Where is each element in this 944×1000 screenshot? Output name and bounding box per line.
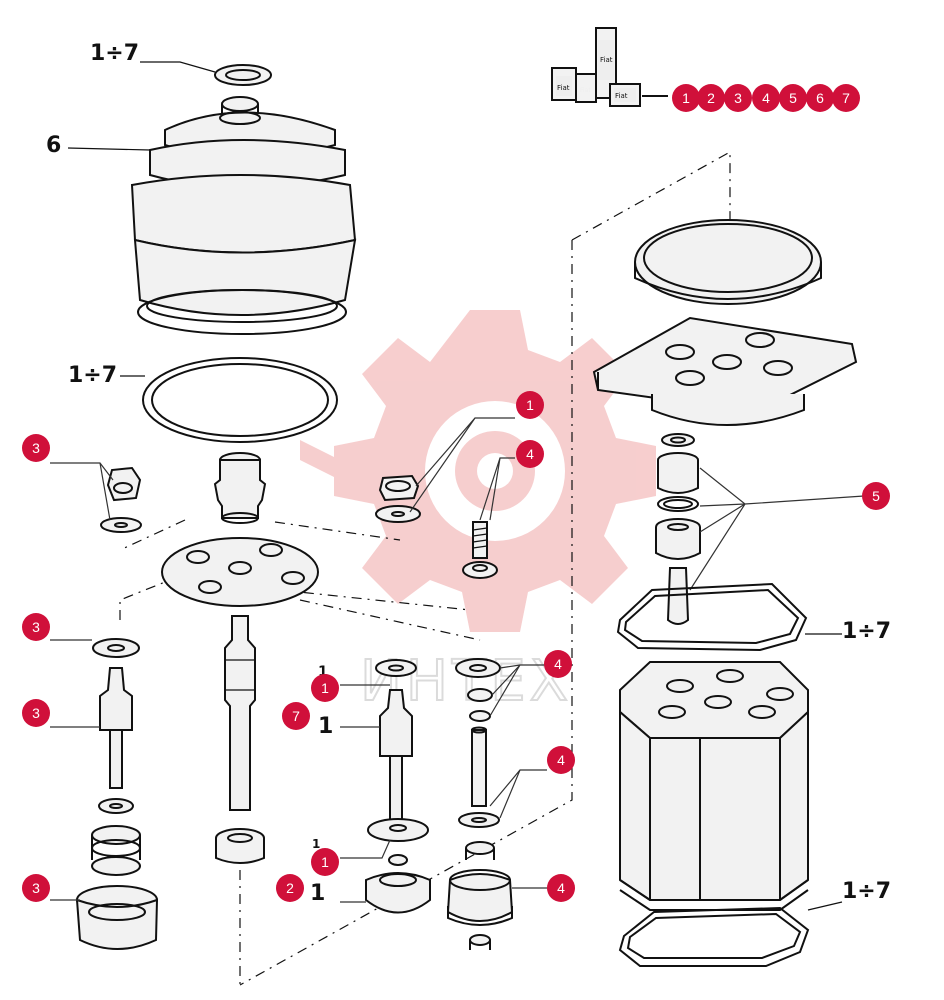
right-stacked-parts	[655, 433, 865, 625]
part-badge: 4	[544, 650, 572, 678]
flange-plate	[161, 537, 319, 607]
bottom-octagon-gasket	[618, 901, 843, 967]
nut-with-washer-left	[50, 462, 142, 533]
kit-badge: 6	[806, 84, 834, 112]
svg-text:4: 4	[557, 880, 565, 896]
right-octagon-gasket	[616, 582, 842, 652]
svg-text:5: 5	[789, 90, 797, 106]
svg-text:4: 4	[554, 656, 562, 672]
kit-label: Fiat	[580, 87, 591, 94]
part-badge: 7	[282, 702, 310, 730]
part-badge: 1	[516, 391, 544, 419]
label-small-1: 1	[318, 664, 328, 680]
kit-badge: 7	[832, 84, 860, 112]
part-badge: 1	[311, 848, 339, 876]
center-shaft	[215, 615, 265, 864]
part-badge: 2	[276, 874, 304, 902]
kit-badges-row: 1 2 3 4 5 6 7	[672, 84, 860, 112]
part-badge: 3	[22, 699, 50, 727]
label-small-1-low: 1	[312, 837, 320, 851]
svg-text:1: 1	[321, 680, 329, 696]
svg-text:4: 4	[526, 446, 534, 462]
label-bottom-gasket-range: 1÷7	[842, 879, 891, 904]
svg-text:6: 6	[816, 90, 824, 106]
kit-badge: 5	[779, 84, 807, 112]
rubber-boot-part	[67, 96, 357, 335]
right-cap-ring	[634, 219, 822, 305]
svg-text:3: 3	[32, 440, 40, 456]
svg-text:3: 3	[32, 880, 40, 896]
repair-kit-picture: Fiat Fiat Fiat Fiat	[551, 27, 668, 107]
kit-label: Fiat	[600, 56, 613, 64]
svg-text:3: 3	[734, 90, 742, 106]
part-badge: 3	[22, 613, 50, 641]
nut-with-washer-center	[375, 417, 515, 523]
svg-text:7: 7	[842, 90, 850, 106]
kit-label: Fiat	[615, 92, 628, 100]
part-badge: 4	[516, 440, 544, 468]
part-badge: 5	[862, 482, 890, 510]
kit-badge: 1	[672, 84, 700, 112]
svg-text:1: 1	[682, 90, 690, 106]
left-valve-assembly	[50, 638, 159, 950]
svg-text:1: 1	[526, 397, 534, 413]
svg-text:2: 2	[286, 880, 294, 896]
svg-text:1: 1	[321, 854, 329, 870]
kit-badge: 4	[752, 84, 780, 112]
label-right-gasket-range: 1÷7	[842, 619, 891, 644]
kit-label: Fiat	[557, 84, 570, 92]
part-badge: 3	[22, 434, 50, 462]
kit-badge: 3	[724, 84, 752, 112]
part-badge: 4	[547, 874, 575, 902]
label-mid-1: 1	[318, 714, 333, 739]
label-boot: 6	[46, 133, 61, 158]
part-badge: 3	[22, 874, 50, 902]
part-badge: 1	[311, 674, 339, 702]
middle-valve-assembly	[340, 659, 431, 914]
svg-text:4: 4	[557, 752, 565, 768]
center-sleeve	[213, 452, 267, 524]
right-square-flange	[592, 316, 858, 426]
svg-text:4: 4	[762, 90, 770, 106]
large-o-ring	[120, 357, 338, 443]
right-pin-assembly	[446, 658, 547, 950]
top-seal-ring	[140, 61, 272, 86]
right-canister	[619, 661, 809, 911]
part-badge: 4	[547, 746, 575, 774]
svg-text:5: 5	[872, 488, 880, 504]
svg-text:3: 3	[32, 619, 40, 635]
kit-badge: 2	[697, 84, 725, 112]
label-seal-range: 1÷7	[90, 41, 139, 66]
label-low-1: 1	[310, 881, 325, 906]
svg-text:2: 2	[707, 90, 715, 106]
svg-text:3: 3	[32, 705, 40, 721]
threaded-pin	[462, 457, 515, 579]
label-ring-range: 1÷7	[68, 363, 117, 388]
svg-text:7: 7	[292, 708, 300, 724]
